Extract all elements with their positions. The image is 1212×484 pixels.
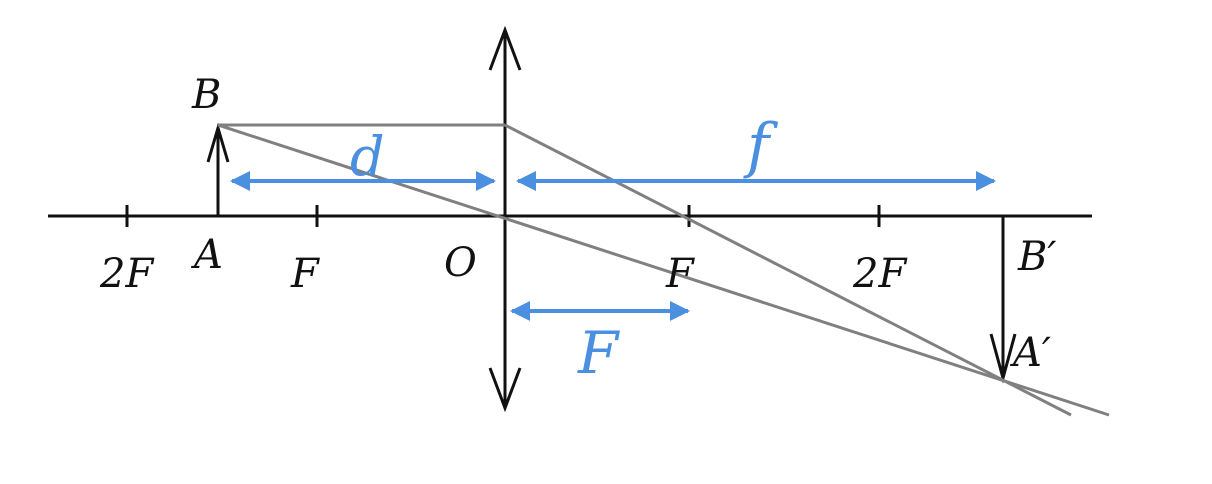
label-right-F: F: [665, 251, 695, 297]
label-left-F: F: [290, 251, 320, 297]
label-O: O: [444, 240, 477, 286]
label-f: f: [743, 111, 779, 181]
label-A: A: [190, 232, 223, 278]
label-right-2F: 2F: [852, 251, 907, 297]
label-left-2F: 2F: [99, 251, 154, 297]
label-d: d: [350, 125, 385, 188]
label-A-prime: A′: [1009, 330, 1051, 376]
label-B-prime: B′: [1017, 234, 1056, 280]
image-arrow: [989, 216, 1017, 384]
label-B: B: [191, 72, 221, 118]
object-arrow: [206, 122, 230, 216]
label-focal-F: F: [577, 319, 620, 387]
